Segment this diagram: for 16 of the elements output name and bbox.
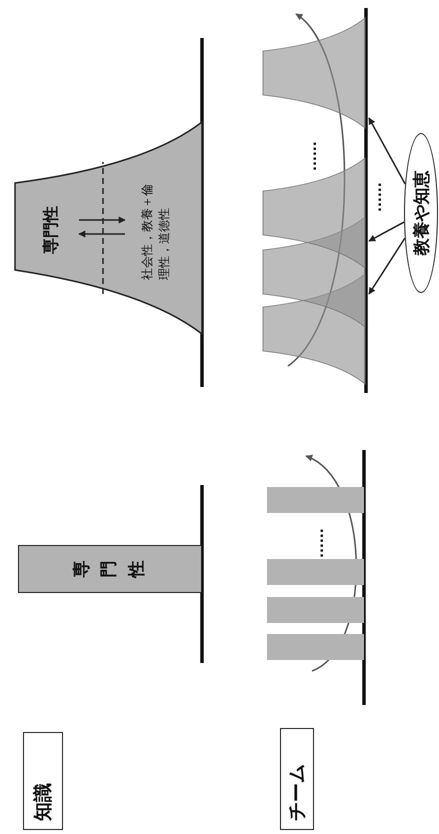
title-box: チーム bbox=[280, 728, 314, 830]
bar bbox=[267, 559, 364, 585]
knowledge-bar: 専門性 bbox=[18, 545, 202, 593]
ellipsis: ...... bbox=[305, 141, 320, 171]
arrow bbox=[368, 117, 406, 184]
arrow bbox=[368, 238, 406, 295]
shape-heading: 専門性 bbox=[41, 206, 61, 254]
arrow bbox=[368, 221, 404, 242]
ellipsis: ...... bbox=[312, 528, 327, 558]
bar bbox=[267, 487, 364, 513]
ellipsis: ...... bbox=[370, 182, 385, 212]
bar bbox=[267, 597, 364, 623]
title-box: 知識 bbox=[23, 732, 63, 830]
ellipse-label: 教養や知恵 bbox=[404, 133, 438, 293]
shape-text: 社会性，教養＋倫理性，道徳性 bbox=[139, 183, 172, 280]
bar bbox=[267, 634, 364, 660]
